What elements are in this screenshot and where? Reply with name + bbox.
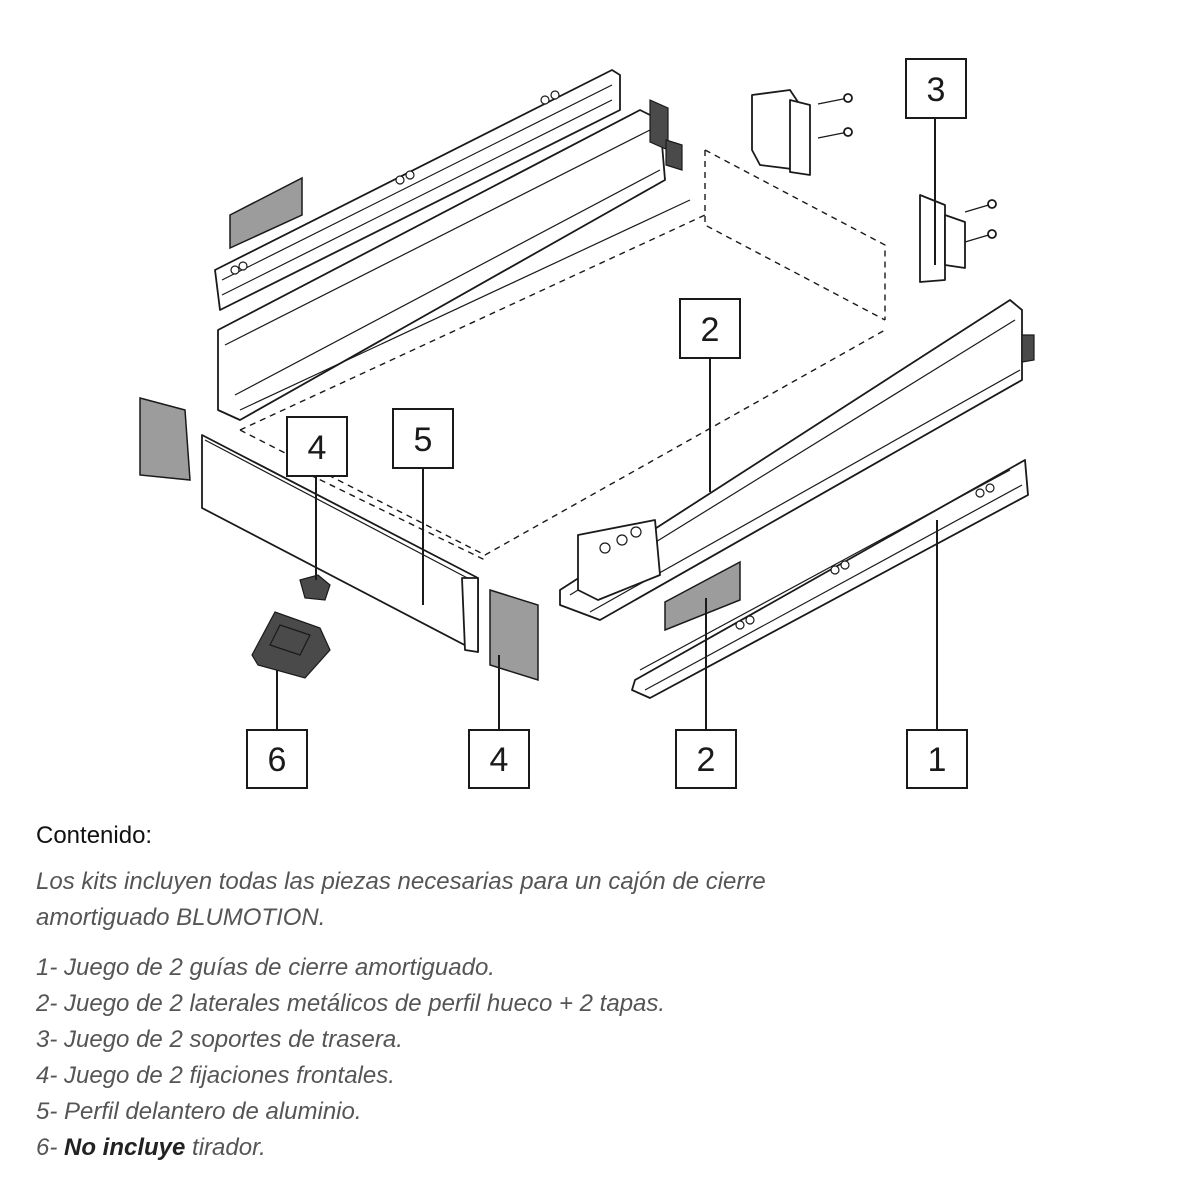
drawer-runner — [631, 459, 1029, 699]
callout-2-upper: 2 — [679, 298, 741, 359]
list-item: 1- Juego de 2 guías de cierre amortiguad… — [36, 954, 495, 981]
svg-text:2: 2 — [701, 311, 720, 349]
list-item: 3- Juego de 2 soportes de trasera. — [36, 1026, 403, 1053]
list-item: 6- No incluye tirador. — [36, 1134, 266, 1161]
svg-text:5: 5 — [414, 421, 433, 459]
svg-text:4: 4 — [308, 429, 327, 467]
rear-bracket-top — [751, 89, 853, 176]
content-intro: Los kits incluyen todas las piezas neces… — [36, 868, 766, 931]
left-side-panel — [214, 69, 691, 421]
callout-5: 5 — [392, 408, 454, 469]
svg-text:4: 4 — [490, 741, 509, 779]
callout-4-left: 4 — [286, 416, 348, 477]
front-fixing-left-cap — [139, 397, 191, 481]
svg-text:6: 6 — [268, 741, 287, 779]
list-item: 5- Perfil delantero de aluminio. — [36, 1098, 362, 1125]
callout-2-lower: 2 — [675, 729, 737, 789]
front-profile — [201, 434, 479, 653]
svg-text:2: 2 — [697, 741, 716, 779]
content-heading: Contenido: — [36, 822, 153, 849]
callout-4-right: 4 — [468, 729, 530, 789]
callout-1: 1 — [906, 729, 968, 789]
callout-3: 3 — [905, 58, 967, 119]
callout-6: 6 — [246, 729, 308, 789]
svg-text:1: 1 — [928, 741, 947, 779]
list-item: 4- Juego de 2 fijaciones frontales. — [36, 1062, 395, 1089]
handle-part — [251, 611, 331, 679]
content-list: 1- Juego de 2 guías de cierre amortiguad… — [36, 950, 1156, 1166]
exploded-drawer-diagram: 3 2 4 5 6 4 2 1 — [139, 58, 1035, 789]
right-cover-cap — [664, 560, 741, 632]
right-side-panel — [559, 299, 1035, 621]
svg-text:3: 3 — [927, 71, 946, 109]
rear-bracket-side — [919, 194, 997, 283]
content-description: Contenido: Los kits incluyen todas las p… — [36, 822, 1156, 1166]
front-fixing-right-cap — [489, 588, 539, 682]
list-item: 2- Juego de 2 laterales metálicos de per… — [36, 990, 666, 1017]
left-cover-cap — [229, 176, 303, 250]
